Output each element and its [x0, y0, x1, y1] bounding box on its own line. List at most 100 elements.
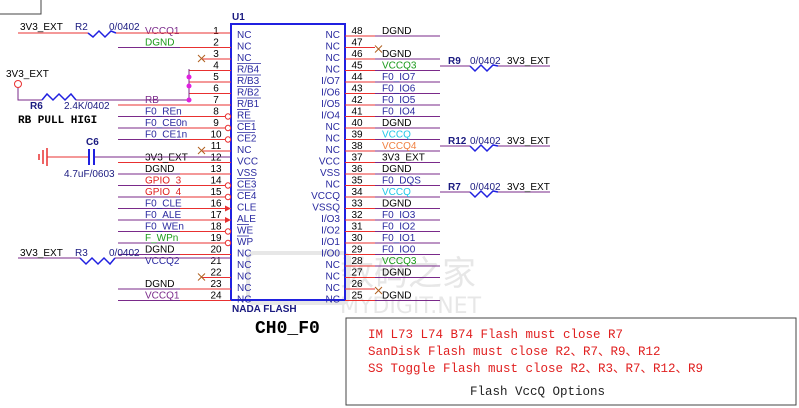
net-label: VCCQ1	[145, 291, 180, 302]
pin-number: 27	[351, 268, 363, 279]
net-label: VCCQ	[382, 187, 411, 198]
resistor-symbol	[79, 256, 116, 266]
pin-number: 25	[351, 291, 363, 302]
r9-ref: R9	[448, 56, 461, 67]
chip-part: NADA FLASH	[232, 304, 297, 315]
pin-name: NC	[237, 283, 251, 294]
r6-net: 3V3_EXT	[6, 69, 49, 80]
pin-name: R/B3	[237, 76, 260, 87]
resistor-r9[interactable]: R9 0/0402 3V3_EXT	[440, 56, 550, 73]
resistor-r3[interactable]: 3V3_EXT R3 0/0402	[18, 248, 230, 266]
resistor-r12[interactable]: R12 0/0402 3V3_EXT	[440, 136, 550, 153]
pin-name: VCCQ	[311, 191, 340, 202]
net-label: F0_CE0n	[145, 118, 187, 129]
no-connect-icon	[374, 286, 383, 295]
pin-name: NC	[326, 180, 340, 191]
pin-name: NC	[326, 30, 340, 41]
inverted-icon	[224, 124, 232, 132]
r2-value: 0/0402	[109, 22, 140, 33]
rb-bus	[186, 69, 192, 103]
net-label: DGND	[382, 164, 411, 175]
net-label: DGND	[145, 245, 174, 256]
net-label: F0_ALE	[145, 210, 181, 221]
net-label: DGND	[382, 118, 411, 129]
pin-name: NC	[237, 295, 251, 306]
inverted-icon	[224, 113, 232, 120]
resistor-symbol	[469, 143, 499, 153]
resistor-r6[interactable]: 3V3_EXT R6 2.4K/0402	[6, 69, 189, 112]
net-label: DGND	[382, 49, 411, 60]
resistor-r2[interactable]: 3V3_EXT R2 0/0402	[18, 22, 230, 39]
pin-number: 13	[210, 164, 222, 175]
pin-number: 37	[351, 153, 363, 164]
net-label: VCCQ4	[382, 141, 417, 152]
pin-name: VSSQ	[312, 203, 340, 214]
pin-number: 16	[210, 199, 222, 210]
net-label: VCCQ3	[382, 256, 417, 267]
pin-name: NC	[326, 122, 340, 133]
pin-number: 32	[351, 210, 363, 221]
net-label: DGND	[145, 38, 174, 49]
pin-name: R/B1	[237, 99, 260, 110]
pin-name: I/O3	[321, 214, 340, 225]
pin-name: NC	[237, 249, 251, 260]
capacitor-c6[interactable]: C6 4.7uF/0603	[38, 137, 230, 180]
resistor-symbol	[469, 189, 499, 199]
pin-number: 35	[351, 176, 363, 187]
power-port-icon	[14, 80, 22, 88]
net-label: 3V3_EXT	[145, 153, 188, 164]
inverted-icon	[224, 239, 232, 247]
pin-name: I/O2	[321, 226, 340, 237]
resistor-r7[interactable]: R7 0/0402 3V3_EXT	[440, 182, 550, 199]
pin-number: 1	[213, 26, 219, 37]
